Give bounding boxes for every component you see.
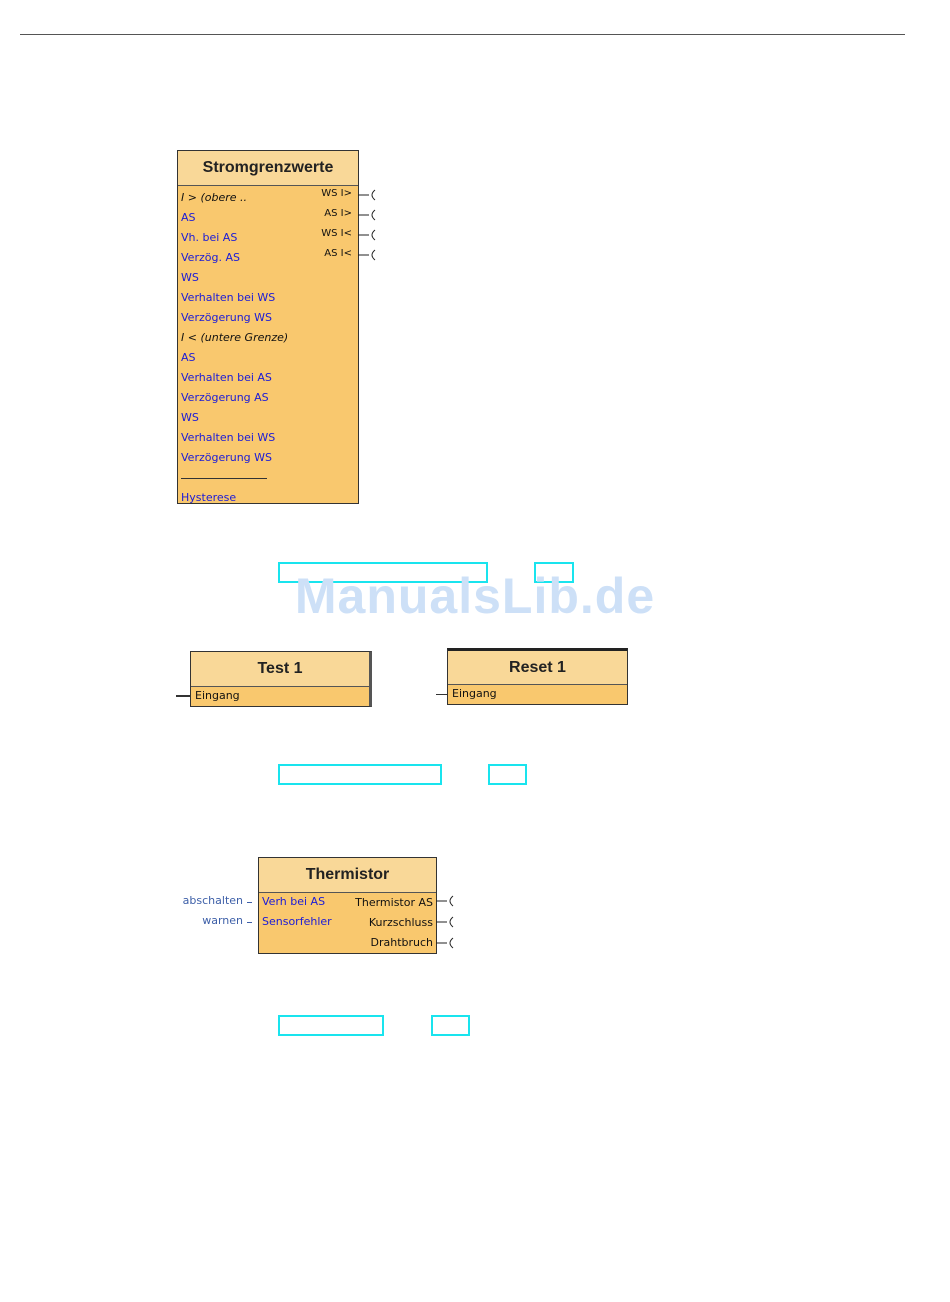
port-input-12[interactable]: Verhalten bei WS: [181, 431, 276, 444]
link-box-1a[interactable]: [278, 562, 488, 583]
port-eingang-test[interactable]: Eingang: [195, 689, 240, 702]
stromgrenzwerte-block[interactable]: Stromgrenzwerte I > (obere .. AS Vh. bei A…: [177, 150, 359, 504]
hysterese-divider: [181, 478, 267, 479]
port-thermistor-as[interactable]: Thermistor AS: [355, 896, 433, 909]
port-input-6[interactable]: Verzögerung WS: [181, 311, 273, 324]
thermistor-title: Thermistor: [259, 858, 436, 893]
ext-input-abschalten: abschalten: [182, 894, 243, 907]
port-input-13[interactable]: Verzögerung WS: [181, 451, 273, 464]
ext-input-warnen: warnen: [202, 914, 243, 927]
th-connector-2: [436, 937, 454, 949]
port-input-9[interactable]: Verhalten bei AS: [181, 371, 272, 384]
th-connector-1: [436, 916, 454, 928]
port-input-4[interactable]: WS: [181, 271, 199, 284]
port-verh-bei-as[interactable]: Verh bei AS: [262, 895, 326, 908]
port-input-1[interactable]: AS: [181, 211, 196, 224]
port-input-10[interactable]: Verzögerung AS: [181, 391, 269, 404]
link-box-3b[interactable]: [431, 1015, 470, 1036]
top-rule: [20, 34, 905, 35]
port-input-11[interactable]: WS: [181, 411, 199, 424]
link-box-1b[interactable]: [534, 562, 574, 583]
sgw-connector-1: [358, 209, 376, 221]
link-box-2b[interactable]: [488, 764, 527, 785]
port-hysterese[interactable]: Hysterese: [181, 491, 237, 504]
port-sensorfehler[interactable]: Sensorfehler: [262, 915, 332, 928]
test-input-wire: [176, 695, 191, 697]
link-box-3a[interactable]: [278, 1015, 384, 1036]
watermark: ManualsLib.de: [294, 568, 656, 624]
port-output-3[interactable]: AS I<: [324, 248, 352, 259]
port-output-2[interactable]: WS I<: [321, 228, 352, 239]
stromgrenzwerte-output-connectors: [358, 189, 376, 261]
port-kurzschluss[interactable]: Kurzschluss: [368, 916, 433, 929]
thermistor-output-connectors: [436, 895, 454, 949]
port-input-2[interactable]: Vh. bei AS: [181, 231, 238, 244]
thermistor-block[interactable]: Thermistor Verh bei AS Sensorfehler Ther…: [258, 857, 437, 954]
warnen-dash: [247, 922, 252, 923]
port-input-3[interactable]: Verzög. AS: [181, 251, 240, 264]
sgw-connector-3: [358, 249, 376, 261]
port-drahtbruch[interactable]: Drahtbruch: [370, 936, 433, 949]
port-input-0[interactable]: I > (obere ..: [181, 191, 248, 204]
reset-input-wire: [436, 694, 448, 695]
abschalten-dash: [247, 902, 252, 903]
sgw-connector-2: [358, 229, 376, 241]
stromgrenzwerte-title: Stromgrenzwerte: [178, 151, 358, 186]
th-connector-0: [436, 895, 454, 907]
port-output-1[interactable]: AS I>: [324, 208, 352, 219]
reset-title: Reset 1: [448, 651, 627, 685]
test-title: Test 1: [191, 652, 369, 687]
port-output-0[interactable]: WS I>: [321, 188, 352, 199]
port-input-8[interactable]: AS: [181, 351, 196, 364]
reset-block[interactable]: Reset 1 Eingang: [447, 648, 628, 705]
test-block[interactable]: Test 1 Eingang: [190, 651, 372, 707]
port-input-5[interactable]: Verhalten bei WS: [181, 291, 276, 304]
port-eingang-reset[interactable]: Eingang: [452, 687, 497, 700]
sgw-connector-0: [358, 189, 376, 201]
link-box-2a[interactable]: [278, 764, 442, 785]
port-input-7[interactable]: I < (untere Grenze): [181, 331, 289, 344]
